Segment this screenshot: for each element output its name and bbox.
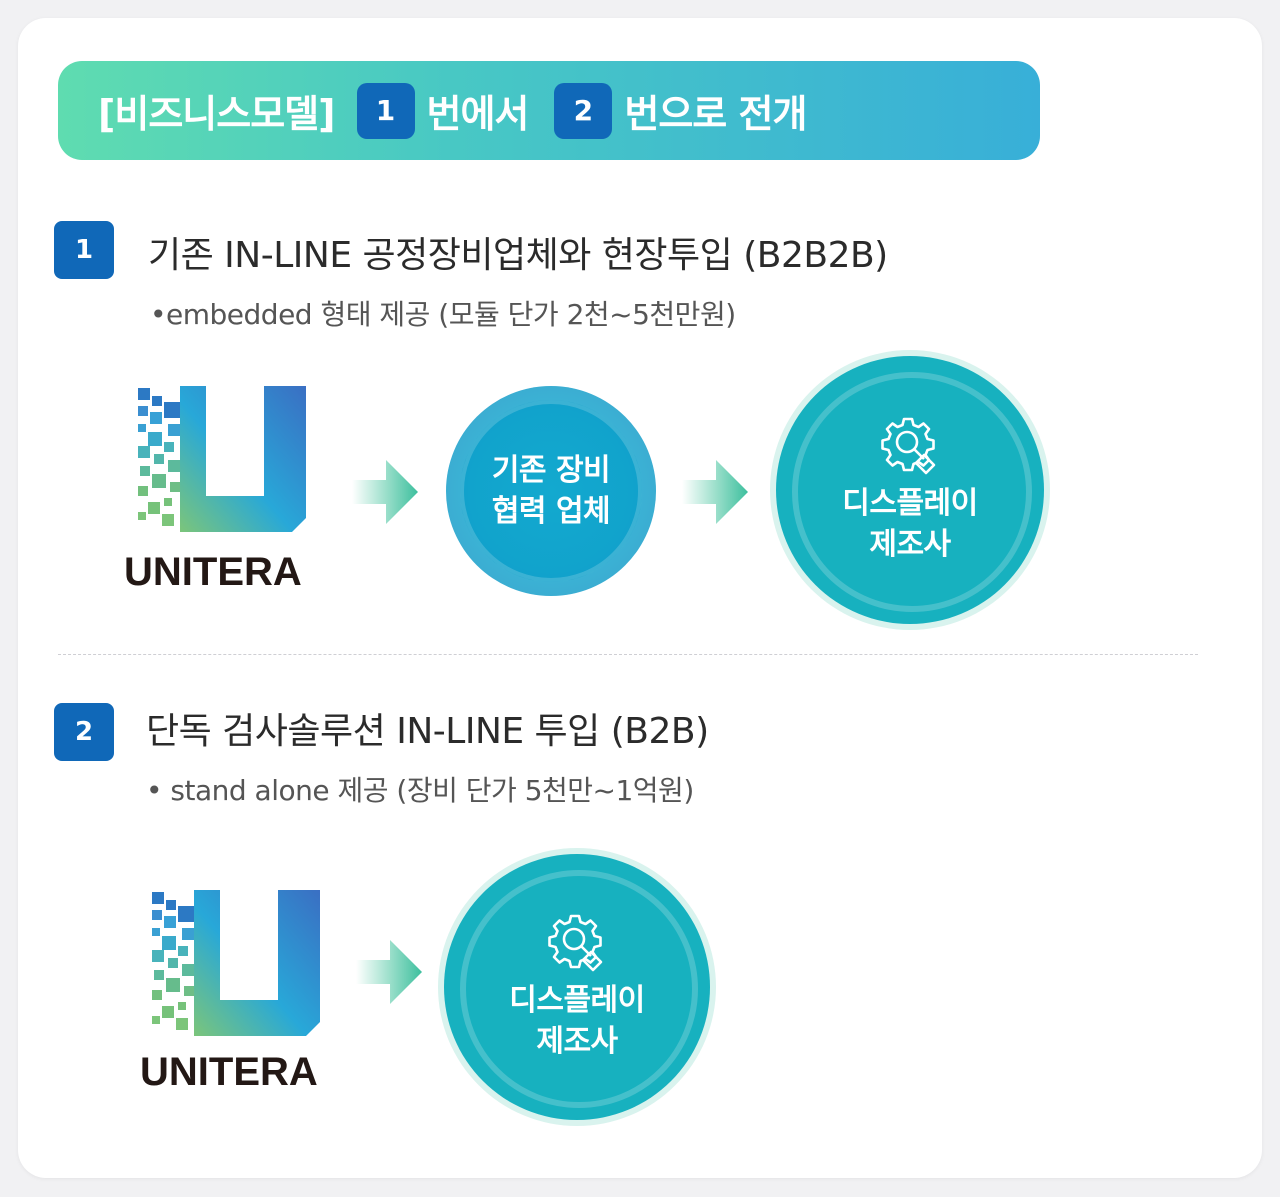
gear-search-icon [548,914,603,972]
unitera-logo-icon [138,386,306,532]
display-label-line1: 디스플레이 [509,983,645,1018]
gear-search-icon [881,417,936,475]
section-1-subtitle: •embedded 형태 제공 (모듈 단가 2천~5천만원) [150,298,736,331]
banner-prefix: [비즈니스모델] [98,92,335,136]
right-arrow-icon [682,460,748,524]
right-arrow-icon [352,460,418,524]
business-model-banner: [비즈니스모델] 1 번에서 2 번으로 전개 [58,61,1040,160]
unitera-logo-text: UNITERA [124,550,302,594]
banner-number-1: 1 [356,82,415,139]
unitera-logo-text: UNITERA [140,1050,318,1094]
partner-circle-ring [460,400,642,582]
unitera-logo-icon [152,890,320,1036]
banner-number-2: 2 [554,82,613,139]
banner-text-2: 번으로 전개 [624,92,807,136]
partner-label-line1: 기존 장비 [491,453,611,488]
right-arrow-icon [356,940,422,1004]
section-2-title: 단독 검사솔루션 IN-LINE 투입 (B2B) [146,711,709,752]
partner-company-circle: 기존 장비 협력 업체 [446,386,656,596]
section-1-title: 기존 IN-LINE 공정장비업체와 현장투입 (B2B2B) [148,235,888,276]
display-circle-ring [460,870,698,1108]
display-circle-ring [792,372,1032,612]
display-manufacturer-circle-1: 디스플레이 제조사 [776,356,1044,624]
section-2-badge: 2 [54,703,114,761]
display-label-line2: 제조사 [536,1024,618,1059]
banner-text-1: 번에서 [426,92,530,136]
display-label-line1: 디스플레이 [842,486,978,521]
display-manufacturer-circle-2: 디스플레이 제조사 [444,854,710,1120]
section-2-subtitle: • stand alone 제공 (장비 단가 5천만~1억원) [146,774,694,807]
display-label-line2: 제조사 [869,527,951,562]
section-1-badge: 1 [54,221,114,279]
section-divider [58,654,1198,655]
partner-label-line2: 협력 업체 [491,494,611,529]
